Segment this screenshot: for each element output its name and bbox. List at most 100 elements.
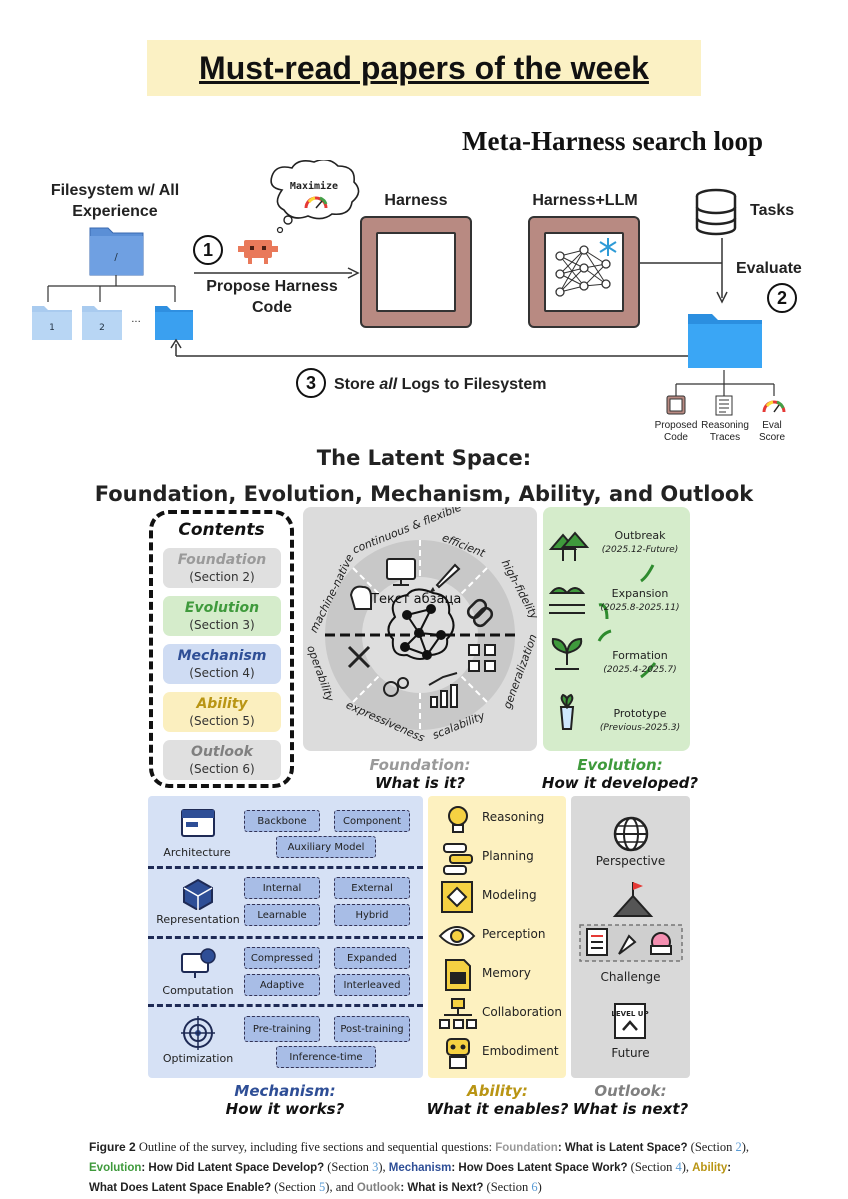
- log-reasoning-label: Reasoning Traces: [701, 420, 749, 443]
- ability-collaboration: Collaboration: [428, 995, 566, 1031]
- memory-card-icon: [445, 959, 471, 991]
- brain-network-icon: [387, 588, 455, 660]
- gears-icon: [383, 677, 409, 697]
- evolution-caption: Evolution: How it developed?: [541, 756, 699, 792]
- stage-outbreak: Outbreak(2025.12-Future): [601, 529, 679, 555]
- meta-harness-title: Meta-Harness search loop: [462, 126, 763, 156]
- outlook-caption: Outlook: What is next?: [572, 1082, 689, 1118]
- seedling-icon: [551, 637, 583, 670]
- outlook-future: Future: [611, 1046, 650, 1060]
- log-eval-label: Eval Score: [758, 420, 786, 443]
- representation-icon: [183, 878, 213, 910]
- propose-arrow: [194, 267, 360, 279]
- harness-llm-box: [528, 216, 640, 328]
- mech-label-representation: Representation: [156, 913, 240, 926]
- growth-arrow-1: [597, 629, 612, 642]
- globe-icon: [613, 816, 649, 852]
- reasoning-traces-icon: [715, 395, 733, 416]
- harness-label: Harness: [384, 192, 448, 209]
- harness-box: [360, 216, 472, 328]
- banner-title: Must-read papers of the week: [199, 49, 649, 86]
- banner: Must-read papers of the week: [147, 40, 701, 96]
- sprouts-row-icon: [548, 587, 586, 614]
- propose-label: Propose Harness Code: [206, 278, 338, 316]
- step-2-badge: 2: [767, 283, 797, 313]
- root-folder-icon: [89, 227, 144, 276]
- contents-outlook: Outlook(Section 6): [163, 740, 281, 780]
- ability-caption: Ability: What it enables?: [426, 1082, 569, 1118]
- folder-ellipsis: ···: [131, 317, 141, 328]
- contents-ability: Ability(Section 5): [163, 692, 281, 732]
- folder-new-icon: [155, 306, 193, 340]
- chip-adaptive: Adaptive: [244, 974, 320, 996]
- mech-label-architecture: Architecture: [163, 846, 231, 859]
- network-squares-icon: [468, 644, 496, 672]
- proposed-code-icon: [666, 395, 686, 415]
- robot-icon: [238, 240, 278, 264]
- maximize-bubble: Maximize: [270, 160, 360, 234]
- stage-formation: Formation(2025.4-2025.7): [603, 649, 677, 675]
- level-up-icon: LEVEL UP: [611, 1003, 649, 1039]
- filesystem-label: Filesystem w/ All Experience: [50, 182, 180, 220]
- harness-llm-label: Harness+LLM: [532, 192, 638, 209]
- chip-external: External: [334, 877, 410, 899]
- mech-label-optimization: Optimization: [162, 1052, 234, 1065]
- folder-1-label: 1: [49, 323, 55, 333]
- step-3-badge: 3: [296, 368, 326, 398]
- test-tube-sprout-icon: [559, 693, 575, 730]
- challenge-icons: [579, 924, 683, 962]
- contents-foundation: Foundation(Section 2): [163, 548, 281, 588]
- outlook-challenge: Challenge: [600, 970, 661, 984]
- root-folder-label: /: [114, 252, 118, 263]
- contents-title: Contents: [178, 520, 265, 540]
- svg-text:LEVEL UP: LEVEL UP: [611, 1010, 648, 1018]
- chip-hybrid: Hybrid: [334, 904, 410, 926]
- ability-embodiment: Embodiment: [428, 1034, 566, 1070]
- evaluate-arrows: [640, 238, 728, 304]
- chip-backbone: Backbone: [244, 810, 320, 832]
- stage-prototype: Prototype(Previous-2025.3): [599, 707, 681, 733]
- chip-learnable: Learnable: [244, 904, 320, 926]
- architecture-icon: [181, 809, 215, 837]
- chip-auxiliary-model: Auxiliary Model: [276, 836, 376, 858]
- overlay-text: Текст абзаца: [371, 592, 462, 607]
- cube-model-icon: [441, 881, 473, 913]
- chip-expanded: Expanded: [334, 947, 410, 969]
- ability-panel: Reasoning Planning Modeling Perception M…: [428, 796, 566, 1078]
- neural-network-icon: [555, 238, 617, 297]
- folder-2-label: 2: [99, 323, 105, 333]
- chip-internal: Internal: [244, 877, 320, 899]
- ability-modeling: Modeling: [428, 878, 566, 914]
- latent-space-title: The Latent Space: Foundation, Evolution,…: [94, 446, 754, 506]
- chip-component: Component: [334, 810, 410, 832]
- folder-2-icon: [82, 306, 122, 340]
- logs-folder-icon: [688, 314, 762, 368]
- snowflake-icon: [599, 238, 617, 256]
- chip-inference-time: Inference-time: [276, 1046, 376, 1068]
- log-tree: [666, 370, 786, 416]
- eye-icon: [438, 926, 476, 946]
- ability-memory: Memory: [428, 956, 566, 992]
- foundation-panel: continuous & flexible efficient high-fid…: [303, 507, 537, 751]
- mechanism-panel: Architecture Backbone Component Auxiliar…: [148, 796, 423, 1078]
- chip-interleaved: Interleaved: [334, 974, 410, 996]
- evolution-graphic: [548, 531, 657, 730]
- stage-expansion: Expansion(2025.8-2025.11): [600, 587, 680, 613]
- log-proposed-label: Proposed Code: [654, 420, 698, 443]
- mechanism-caption: Mechanism: How it works?: [225, 1082, 345, 1118]
- mech-label-computation: Computation: [162, 984, 234, 997]
- machine-head-icon: [349, 585, 372, 610]
- gauge-icon: [304, 196, 328, 209]
- hierarchy-icon: [439, 998, 477, 1029]
- tree-cluster-icon: [548, 531, 590, 561]
- foundation-wheel: [325, 540, 515, 730]
- ability-reasoning: Reasoning: [428, 800, 566, 836]
- bar-growth-icon: [428, 672, 458, 708]
- monitor-icon: [386, 558, 416, 586]
- computation-icon: [181, 948, 216, 978]
- chip-post-training: Post-training: [334, 1016, 410, 1042]
- figure-caption: Figure 2 Outline of the survey, includin…: [89, 1140, 750, 1194]
- evaluate-label: Evaluate: [736, 260, 802, 277]
- outlook-panel: Perspective Challenge LEVEL UP Future: [571, 796, 690, 1078]
- flowchart-icon: [443, 843, 473, 875]
